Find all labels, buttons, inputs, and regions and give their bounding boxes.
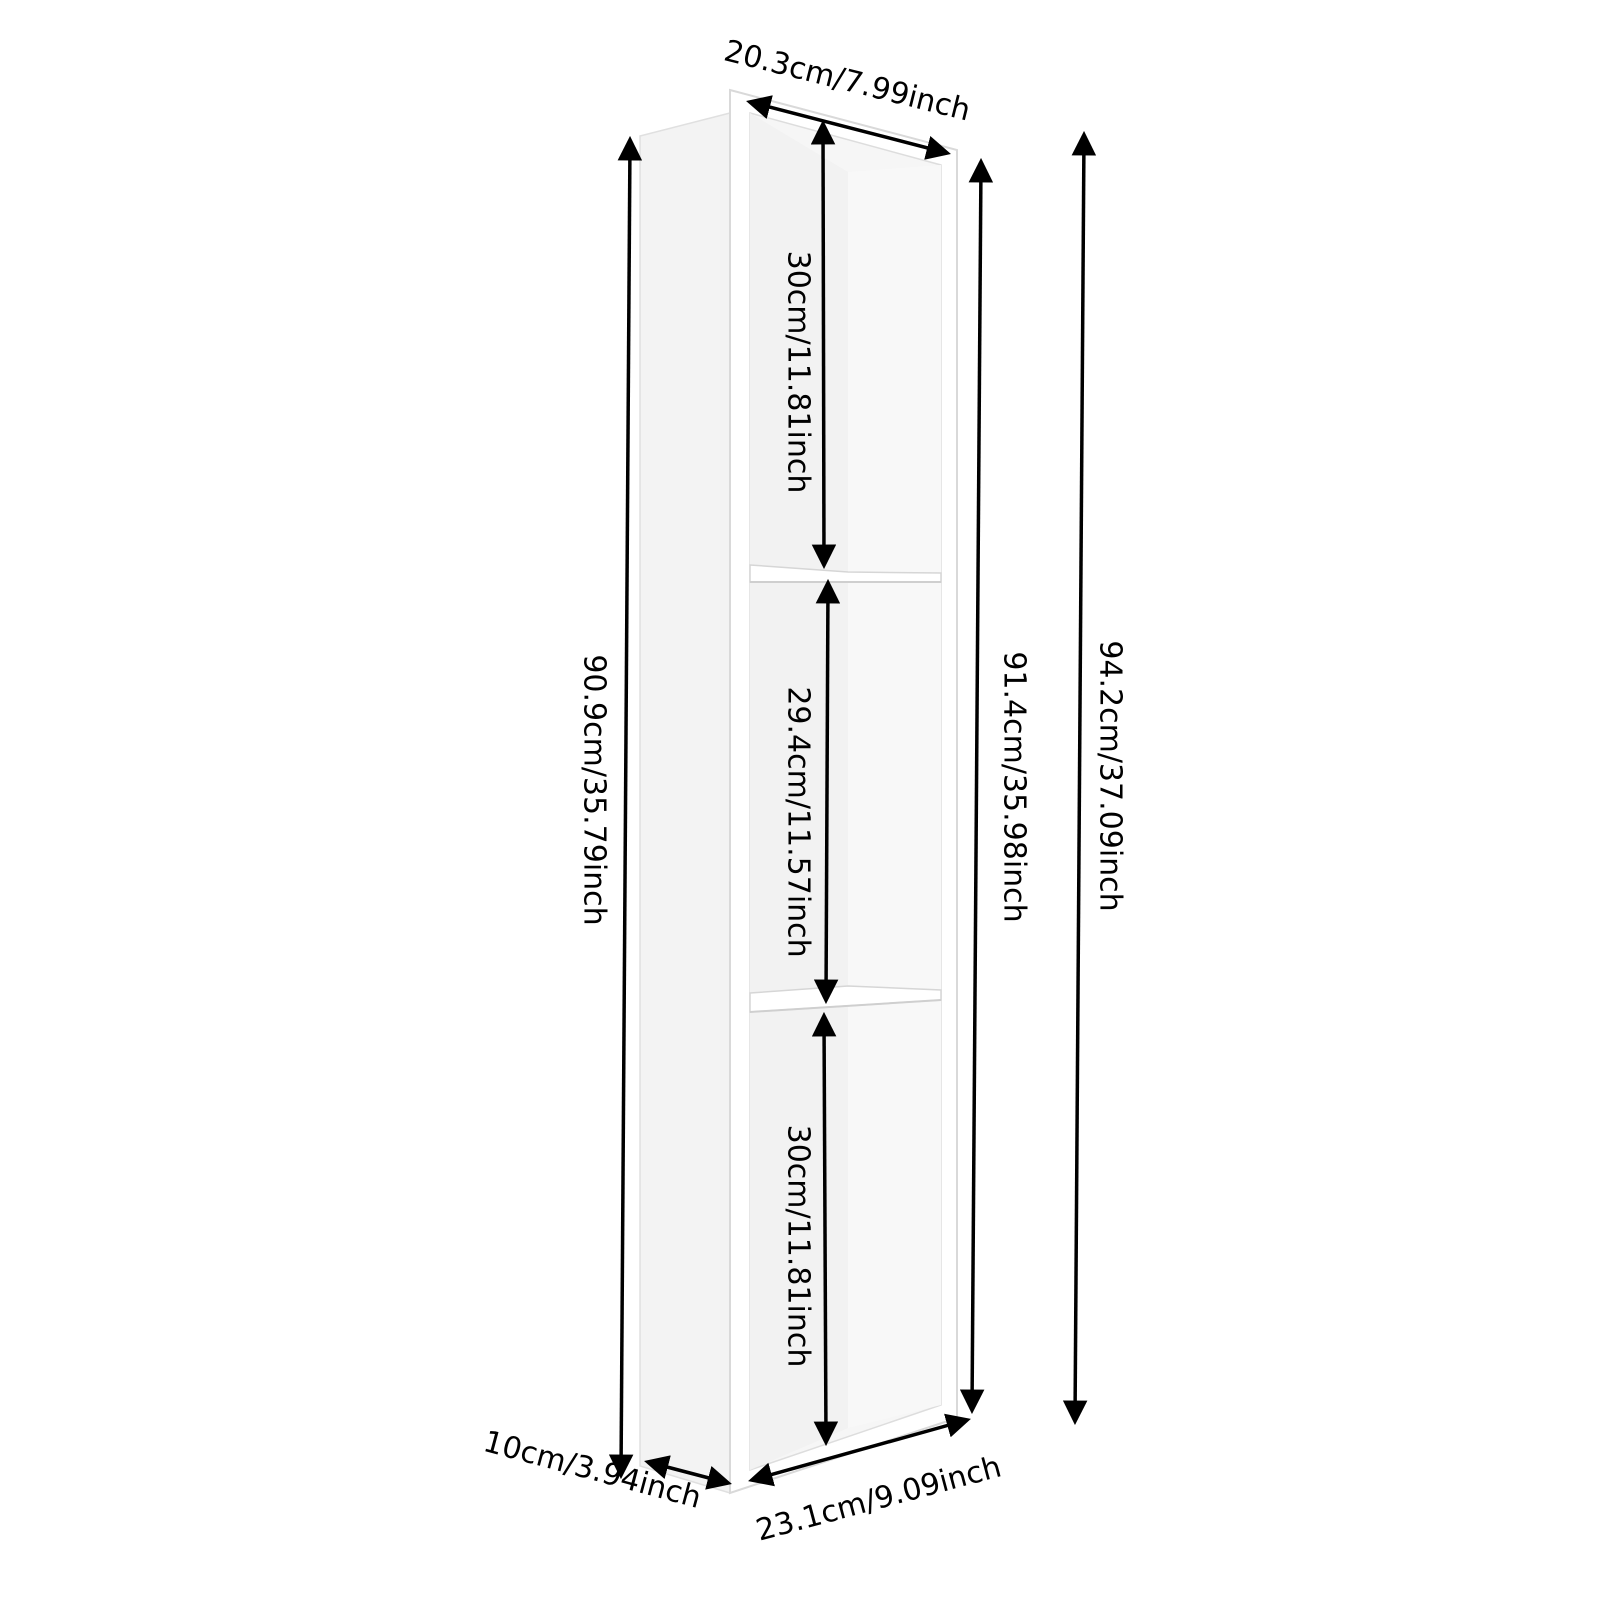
arrow-compartment-middle xyxy=(813,578,841,1005)
arrow-compartment-bottom xyxy=(811,1011,839,1447)
shelf-back-panel xyxy=(848,165,941,1428)
arrow-compartment-top xyxy=(810,119,837,570)
arrow-top-width xyxy=(746,95,951,160)
arrow-height-total xyxy=(1062,130,1097,1426)
arrow-height-back xyxy=(608,135,643,1480)
dimension-labels: 20.3cm/7.99inch 23.1cm/9.09inch 10cm/3.9… xyxy=(480,34,1128,1549)
dimension-arrows xyxy=(608,95,1097,1490)
shelf-board-upper xyxy=(749,564,942,583)
label-height-total: 94.2cm/37.09inch xyxy=(1093,640,1128,911)
label-height-back: 90.9cm/35.79inch xyxy=(577,654,612,925)
label-compartment-top: 30cm/11.81inch xyxy=(781,251,816,494)
arrow-bottom-width xyxy=(748,1413,971,1487)
label-compartment-middle: 29.4cm/11.57inch xyxy=(781,686,816,957)
label-compartment-bottom: 30cm/11.81inch xyxy=(781,1125,816,1368)
arrow-height-front xyxy=(959,157,994,1415)
arrow-depth xyxy=(644,1455,732,1490)
label-height-front: 91.4cm/35.98inch xyxy=(997,651,1032,922)
shelf-side-panel xyxy=(639,112,731,1495)
